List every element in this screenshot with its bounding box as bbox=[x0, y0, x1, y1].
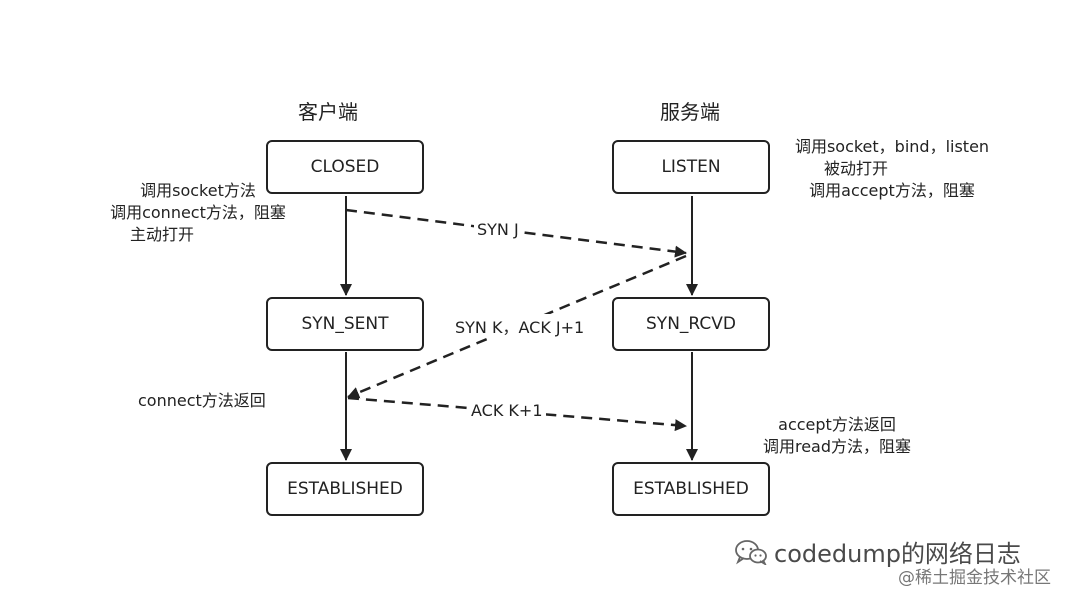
syn-message-label: SYN J bbox=[474, 220, 522, 239]
server-return-line-1: accept方法返回 bbox=[778, 415, 896, 434]
server-note-line-1: 调用socket，bind，listen bbox=[794, 137, 990, 156]
server-state-listen: LISTEN bbox=[612, 140, 770, 194]
client-state-closed-label: CLOSED bbox=[310, 157, 380, 177]
server-note-line-3: 调用accept方法，阻塞 bbox=[809, 181, 975, 200]
watermark-text: codedump的网络日志 bbox=[774, 540, 1021, 568]
client-header: 客户端 bbox=[298, 100, 358, 124]
server-return-line-2: 调用read方法，阻塞 bbox=[762, 437, 912, 456]
server-header: 服务端 bbox=[660, 100, 720, 124]
server-state-syn-rcvd: SYN_RCVD bbox=[612, 297, 770, 351]
server-state-syn-rcvd-label: SYN_RCVD bbox=[646, 314, 736, 334]
client-state-syn-sent-label: SYN_SENT bbox=[301, 314, 389, 334]
wechat-icon bbox=[735, 539, 767, 565]
watermark: codedump的网络日志 bbox=[734, 534, 1021, 569]
synack-message-label: SYN K，ACK J+1 bbox=[452, 314, 588, 338]
client-note-line-1: 调用socket方法 bbox=[140, 181, 256, 200]
client-state-syn-sent: SYN_SENT bbox=[266, 297, 424, 351]
server-state-established-label: ESTABLISHED bbox=[633, 479, 749, 499]
client-open-note: 调用socket方法 调用connect方法，阻塞 主动打开 bbox=[88, 180, 308, 246]
client-note-line-3: 主动打开 bbox=[130, 225, 195, 244]
server-note-line-2: 被动打开 bbox=[824, 159, 889, 178]
server-state-listen-label: LISTEN bbox=[661, 157, 721, 177]
server-return-note: accept方法返回 调用read方法，阻塞 bbox=[742, 414, 932, 458]
server-state-established: ESTABLISHED bbox=[612, 462, 770, 516]
client-state-established-label: ESTABLISHED bbox=[287, 479, 403, 499]
ack-message-label: ACK K+1 bbox=[468, 401, 546, 420]
client-state-closed: CLOSED bbox=[266, 140, 424, 194]
server-open-note: 调用socket，bind，listen 被动打开 调用accept方法，阻塞 bbox=[774, 136, 1010, 202]
client-return-note: connect方法返回 bbox=[138, 391, 266, 410]
client-state-established: ESTABLISHED bbox=[266, 462, 424, 516]
client-note-line-2: 调用connect方法，阻塞 bbox=[110, 203, 286, 222]
watermark-secondary: @稀土掘金技术社区 bbox=[898, 568, 1051, 588]
